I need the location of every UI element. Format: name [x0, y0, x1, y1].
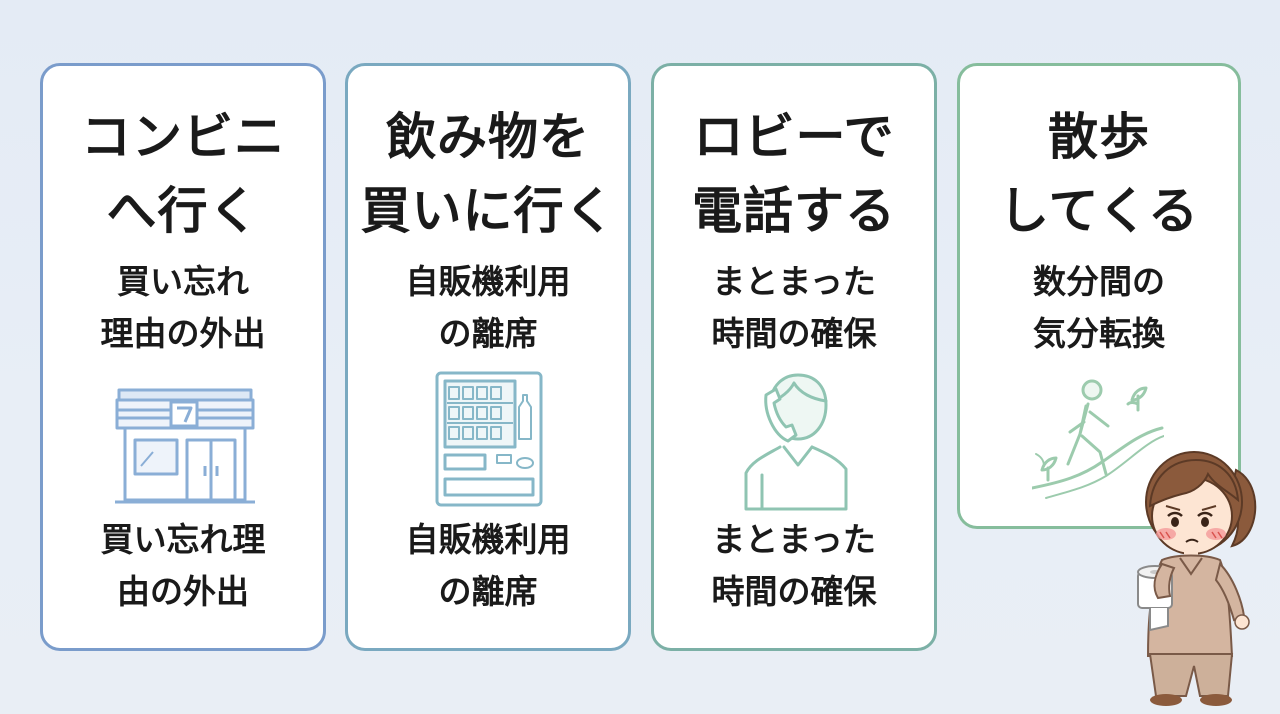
walking-person-icon	[1032, 379, 1164, 499]
vending-machine-icon	[435, 371, 543, 507]
card-title-line: してくる	[999, 182, 1199, 240]
card-title-line: 電話する	[692, 182, 896, 240]
card-bottom-text: 自販機利用 の離席	[348, 514, 628, 618]
card-subtitle-line: 時間の確保	[711, 314, 877, 353]
card-title: コンビニ へ行く	[43, 100, 323, 248]
card-subtitle: 買い忘れ 理由の外出	[43, 256, 323, 360]
card-title-line: 散歩	[1048, 108, 1150, 166]
card-bottom-line: 自販機利用	[405, 520, 571, 559]
card-subtitle-line: 買い忘れ	[117, 262, 249, 301]
card-subtitle-line: 理由の外出	[100, 314, 266, 353]
card-subtitle-line: の離席	[438, 314, 538, 353]
card-subtitle-line: まとまった	[712, 262, 876, 301]
card-bottom-line: の離席	[438, 572, 538, 611]
card-subtitle-line: 気分転換	[1033, 314, 1165, 353]
card-title-line: 飲み物を	[386, 108, 590, 166]
card-subtitle: まとまった 時間の確保	[654, 256, 934, 360]
card-bottom-line: 時間の確保	[711, 572, 877, 611]
card-title-line: コンビニ	[81, 108, 285, 166]
card-title: ロビーで 電話する	[654, 100, 934, 248]
convenience-store-icon	[115, 388, 255, 504]
card-subtitle: 数分間の 気分転換	[960, 256, 1238, 360]
card-bottom-text: 買い忘れ理 由の外出	[43, 514, 323, 618]
card-buy-drink: 飲み物を 買いに行く 自販機利用 の離席 自販機利用 の離席	[345, 63, 631, 651]
card-bottom-line: 由の外出	[117, 572, 249, 611]
card-bottom-line: 買い忘れ理	[100, 520, 266, 559]
card-lobby-call: ロビーで 電話する まとまった 時間の確保 まとまった 時間の確保	[651, 63, 937, 651]
card-title-line: へ行く	[106, 182, 260, 240]
card-title: 散歩 してくる	[960, 100, 1238, 248]
card-subtitle-line: 自販機利用	[405, 262, 571, 301]
blushing-woman-character	[1137, 451, 1257, 706]
phone-call-person-icon	[744, 373, 848, 511]
card-title-line: ロビーで	[693, 108, 895, 166]
card-convenience-store: コンビニ へ行く 買い忘れ 理由の外出 買い忘れ理 由の外出	[40, 63, 326, 651]
card-subtitle: 自販機利用 の離席	[348, 256, 628, 360]
card-bottom-line: まとまった	[712, 520, 876, 559]
card-title: 飲み物を 買いに行く	[348, 100, 628, 248]
card-title-line: 買いに行く	[360, 182, 616, 240]
card-bottom-text: まとまった 時間の確保	[654, 514, 934, 618]
card-subtitle-line: 数分間の	[1033, 262, 1165, 301]
